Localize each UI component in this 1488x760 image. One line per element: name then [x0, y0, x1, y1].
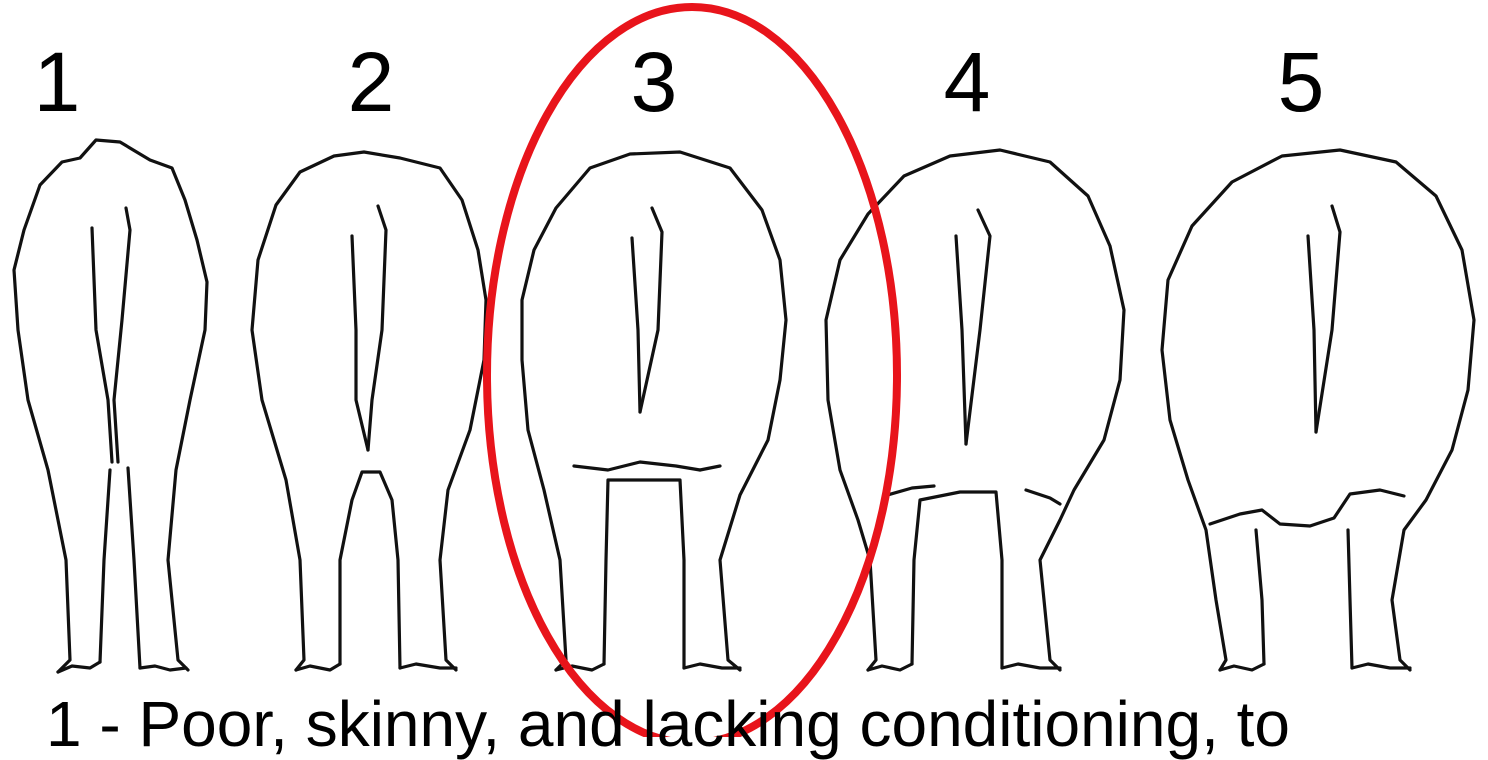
- body-condition-diagram: 1 2 3 4 5: [0, 0, 1488, 737]
- caption-text: 1 - Poor, skinny, and lacking conditioni…: [46, 692, 1290, 756]
- highlight-ring: [487, 7, 897, 737]
- selection-ellipse: [0, 0, 1488, 737]
